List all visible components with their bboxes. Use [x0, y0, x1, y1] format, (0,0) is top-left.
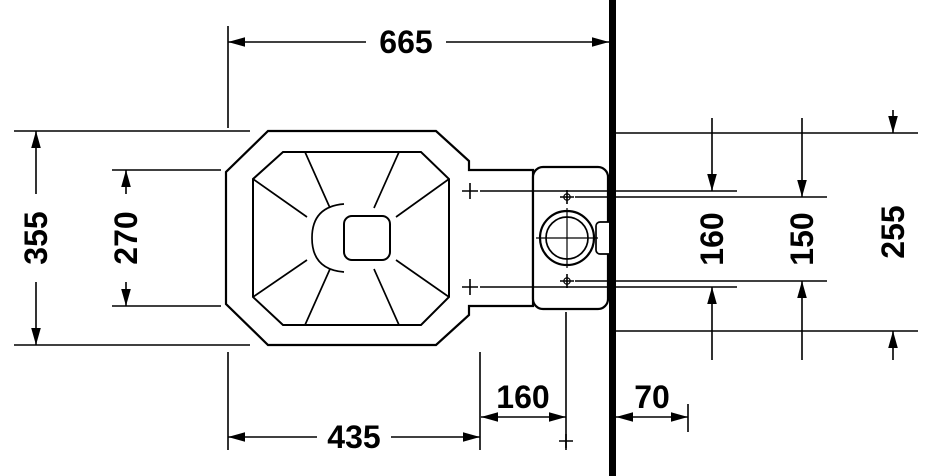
arrow-160b-left: [481, 412, 498, 422]
bowl-rim-inner: [252, 151, 450, 326]
arrow-160r-top: [707, 174, 717, 191]
tank-hole-cross-bottom: [560, 274, 574, 288]
arrow-435-left: [228, 432, 245, 442]
arrow-270-top: [121, 170, 131, 187]
sump-curve: [311, 203, 345, 273]
dim-inner-depth-label: 270: [108, 211, 144, 264]
dim-outlet-offset-label: 160: [496, 379, 549, 415]
arrow-255r-bottom: [888, 331, 898, 348]
flush-valve-crosshair: [536, 208, 598, 268]
arrow-70-right: [671, 412, 688, 422]
arrow-160b-right: [549, 412, 566, 422]
dim-tank-holes-label: 150: [784, 212, 820, 265]
fixing-hole-cross-bottom: [462, 279, 478, 295]
dim-overall-depth-label: 355: [18, 211, 54, 264]
arrow-665-left: [228, 37, 245, 47]
arrow-70-left: [616, 412, 633, 422]
fixing-hole-cross-top: [462, 183, 478, 199]
tank-hole-cross-top: [560, 190, 574, 204]
plate-665: [366, 25, 446, 59]
arrow-255r-top: [888, 116, 898, 133]
arrow-665-right: [592, 37, 609, 47]
arrow-435-right: [463, 432, 480, 442]
label-plates: [19, 25, 446, 454]
plate-435: [317, 420, 391, 454]
arrow-160r-bottom: [707, 287, 717, 304]
plate-355: [19, 194, 53, 282]
dim-overall-width-label: 665: [379, 24, 432, 60]
wall-line: [609, 0, 616, 476]
arrow-355-bottom: [31, 328, 41, 345]
extension-lines: [14, 26, 918, 450]
fixture: [224, 129, 615, 347]
dimension-labels: 665 355 270 160 150 255 435 160 70: [18, 24, 911, 455]
arrow-270-bottom: [121, 289, 131, 306]
drain-outlet: [343, 215, 391, 261]
arrowheads: [31, 37, 898, 442]
plate-270: [109, 194, 143, 282]
dim-fixing-holes-label: 160: [694, 212, 730, 265]
arrow-355-top: [31, 131, 41, 148]
bowl-facet-lines: [252, 151, 450, 326]
dim-tank-width-label: 255: [875, 205, 911, 258]
dim-bowl-length-label: 435: [327, 419, 380, 455]
arrow-150r-top: [797, 180, 807, 197]
outlet-centerline-cross: [559, 434, 573, 448]
arrow-150r-bottom: [797, 281, 807, 298]
dim-wall-offset-label: 70: [634, 379, 670, 415]
